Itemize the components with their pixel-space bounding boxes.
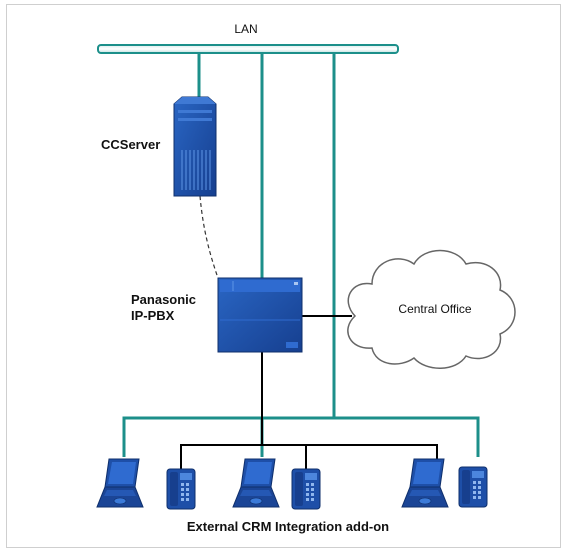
phone-lines: [180, 352, 438, 470]
lan-bus: [97, 44, 399, 54]
server-pbx-link: [199, 195, 219, 279]
desk-phone-icon: [291, 468, 321, 510]
laptop-icon: [401, 458, 449, 508]
cloud-icon: [347, 249, 516, 369]
pbx-label-line1: Panasonic: [131, 292, 196, 307]
central-office-label: Central Office: [398, 302, 471, 316]
laptop-icon: [96, 458, 144, 508]
laptop-icon: [232, 458, 280, 508]
lan-label: LAN: [234, 22, 257, 36]
ccserver-icon: [173, 96, 217, 197]
pbx-icon: [217, 277, 303, 353]
ccserver-label: CCServer: [101, 137, 160, 152]
desk-phone-icon: [458, 466, 488, 508]
desk-phone-icon: [166, 468, 196, 510]
pbx-label-line2: IP-PBX: [131, 308, 175, 323]
lan-drops: [122, 52, 480, 457]
caption: External CRM Integration add-on: [187, 519, 389, 534]
